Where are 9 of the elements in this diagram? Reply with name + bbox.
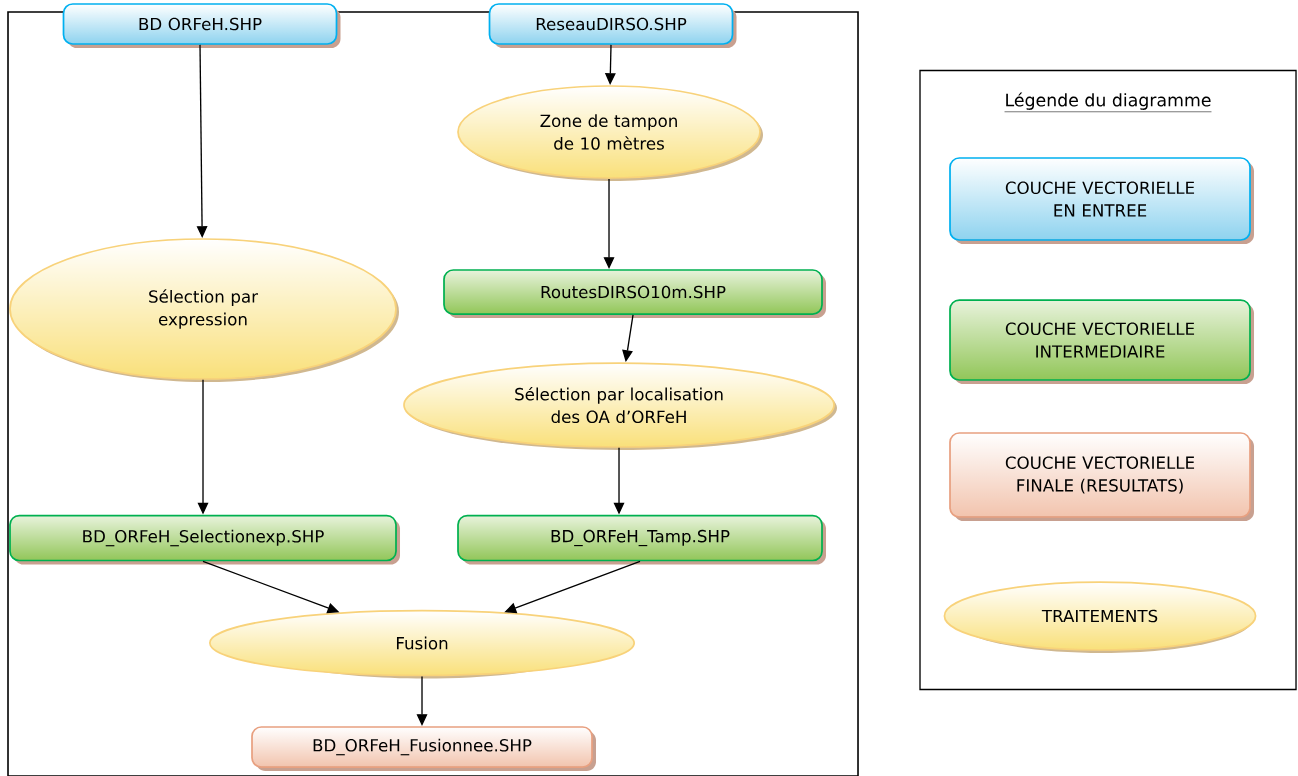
result-layer-box: BD_ORFeH_Fusionnee.SHP [251,726,596,771]
intermediate-layer-box: BD_ORFeH_Selectionexp.SHP [9,514,400,565]
input-layer-box: COUCHE VECTORIELLE EN ENTREE [949,157,1254,244]
input-layer-box: BD ORFeH.SHP [62,3,341,48]
result-layer-box: COUCHE VECTORIELLE FINALE (RESULTATS) [949,432,1254,521]
intermediate-layer-box: BD_ORFeH_Tamp.SHP [457,514,826,565]
intermediate-layer-box: COUCHE VECTORIELLE INTERMEDIAIRE [949,299,1254,384]
intermediate-layer-box: RoutesDIRSO10m.SHP [443,269,826,318]
input-layer-box: ReseauDIRSO.SHP [488,3,737,48]
